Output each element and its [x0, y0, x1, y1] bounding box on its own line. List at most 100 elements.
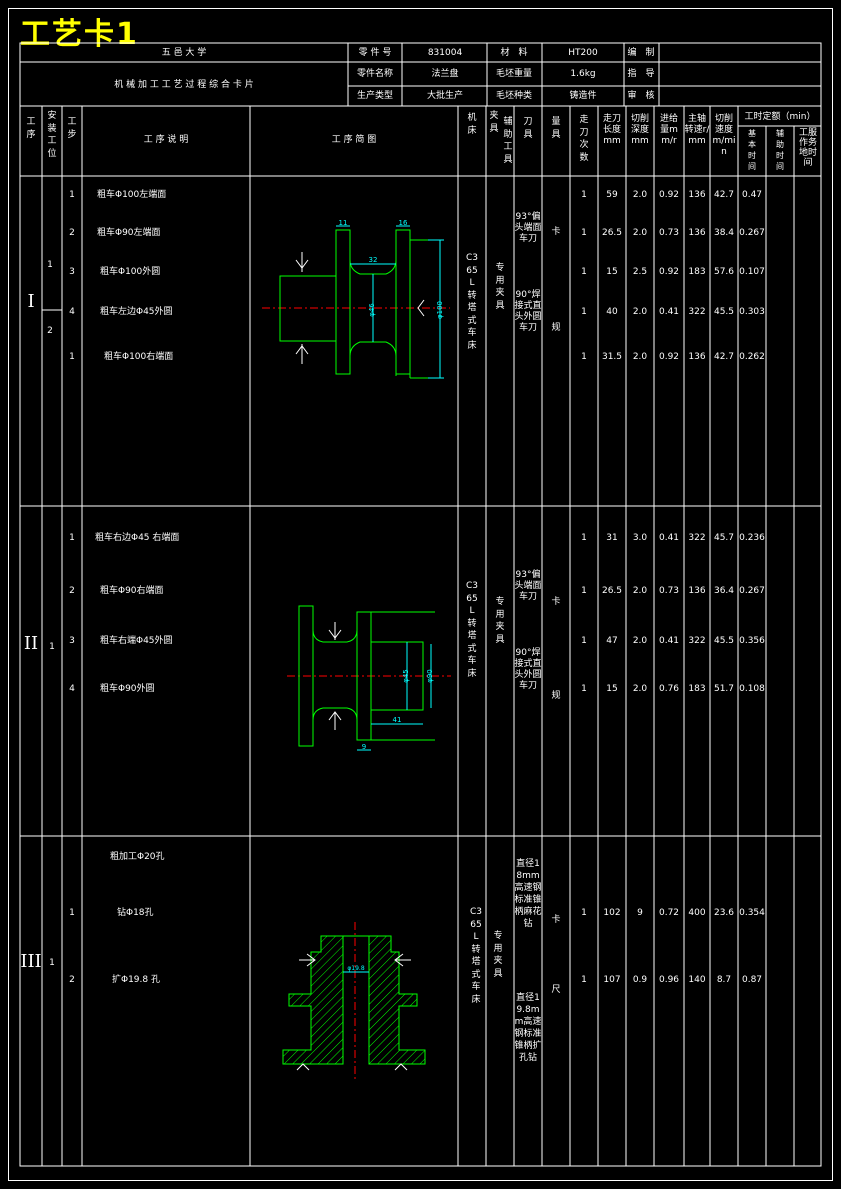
step-feed: 0.72	[658, 908, 680, 918]
col-machine: 机床	[467, 113, 477, 136]
section-3-cutter-b: 直径19.8mm高速钢标准锥柄扩孔钻	[514, 993, 542, 1063]
blank-weight: 1.6kg	[570, 69, 596, 79]
step-feed: 0.41	[658, 307, 680, 317]
prod-type: 大批生产	[426, 91, 464, 101]
section-2-cutter-a: 93°偏头端面车刀	[514, 570, 542, 602]
step-spindle: 183	[688, 684, 706, 694]
col-aux-tool: 辅助工具	[503, 117, 513, 165]
step-depth: 9	[637, 908, 643, 918]
blank-weight-label: 毛坯重量	[495, 69, 533, 79]
step-passes: 1	[581, 586, 587, 596]
col-speed: 切削速度m/min	[712, 114, 736, 157]
col-t-aux: 辅助时间	[776, 129, 784, 171]
step-description: 钻Φ18孔	[117, 908, 154, 918]
step-spindle: 400	[688, 908, 706, 918]
col-gauge: 量具	[551, 117, 561, 140]
sketch-1-dim-3: 32	[369, 256, 378, 264]
step-depth: 2.0	[632, 684, 648, 694]
section-2-cutter-b: 90°焊接式直头外圆车刀	[514, 648, 542, 691]
step-passes: 1	[581, 533, 587, 543]
step-length: 107	[603, 975, 621, 985]
section-3-roman: III	[20, 951, 42, 972]
review-label: 审 核	[627, 91, 655, 101]
step-length: 15	[606, 684, 618, 694]
step-speed: 8.7	[716, 975, 732, 985]
col-cutter: 刀具	[523, 117, 533, 140]
step-feed: 0.96	[658, 975, 680, 985]
step-spindle: 322	[688, 533, 706, 543]
step-speed: 57.6	[713, 267, 735, 277]
step-time: 0.87	[741, 975, 763, 985]
step-depth: 2.0	[632, 636, 648, 646]
step-depth: 0.9	[632, 975, 648, 985]
section-2-fixture: 专用夹具	[495, 597, 505, 645]
step-time: 0.107	[739, 267, 765, 277]
step-number: 3	[69, 267, 75, 277]
section-2-sketch: φ45 φ90 41 9	[287, 605, 451, 751]
step-depth: 2.0	[632, 190, 648, 200]
col-process: 工序	[26, 117, 36, 140]
card-title: 工艺卡1	[20, 17, 139, 52]
university-name: 五 邑 大 学	[161, 48, 207, 58]
step-spindle: 322	[688, 636, 706, 646]
step-number: 2	[69, 586, 75, 596]
step-spindle: 136	[688, 228, 706, 238]
step-time: 0.354	[739, 908, 765, 918]
col-depth: 切削深度mm	[630, 114, 649, 146]
section-1-install-1: 1	[47, 260, 53, 270]
part-no: 831004	[427, 48, 463, 58]
step-description: 粗车Φ100外圆	[100, 267, 161, 277]
sketch-3-dim-1: φ19.8	[347, 965, 365, 972]
col-feed: 进给量mm/r	[659, 114, 678, 146]
card-name: 机 械 加 工 工 艺 过 程 综 合 卡 片	[114, 80, 254, 90]
col-time-group: 工时定额（min）	[744, 112, 816, 122]
step-description: 粗加工Φ20孔	[110, 852, 165, 862]
section-1-sketch: 11 16 32 φ46 φ100	[262, 219, 450, 379]
part-no-label: 零 件 号	[358, 48, 392, 58]
step-description: 粗车左边Φ45外圆	[100, 307, 173, 317]
step-number: 1	[69, 908, 75, 918]
section-2-gauge-2: 规	[551, 691, 561, 701]
step-feed: 0.76	[658, 684, 680, 694]
step-time: 0.108	[739, 684, 765, 694]
step-spindle: 136	[688, 586, 706, 596]
step-passes: 1	[581, 908, 587, 918]
section-2-roman: II	[23, 633, 39, 654]
col-install: 安装工位	[47, 111, 57, 159]
section-3-gauge-2: 尺	[551, 985, 561, 995]
step-passes: 1	[581, 352, 587, 362]
step-passes: 1	[581, 190, 587, 200]
step-length: 15	[606, 267, 618, 277]
section-3-install-1: 1	[49, 958, 55, 968]
step-description: 粗车Φ100左端面	[97, 190, 167, 200]
step-feed: 0.73	[658, 228, 680, 238]
sketch-2-dim-1: φ45	[402, 669, 410, 683]
step-number: 1	[69, 352, 75, 362]
step-description: 粗车Φ90右端面	[100, 586, 164, 596]
col-passes: 走刀次数	[579, 115, 589, 163]
step-length: 40	[606, 307, 618, 317]
step-speed: 23.6	[713, 908, 735, 918]
step-speed: 36.4	[713, 586, 735, 596]
section-3-fixture: 专用夹具	[493, 931, 503, 979]
sketch-1-dim-4: φ46	[368, 303, 376, 317]
col-spindle: 主轴转速r/mm	[684, 114, 710, 146]
step-passes: 1	[581, 684, 587, 694]
col-desc: 工 序 说 明	[143, 135, 189, 145]
step-time: 0.356	[739, 636, 765, 646]
step-number: 2	[69, 228, 75, 238]
sketch-2-dim-2: φ90	[426, 669, 434, 683]
compile-label: 编 制	[627, 48, 655, 58]
step-length: 59	[606, 190, 618, 200]
col-length: 走刀长度mm	[602, 114, 621, 146]
step-time: 0.267	[739, 228, 765, 238]
step-depth: 2.0	[632, 307, 648, 317]
step-depth: 2.0	[632, 352, 648, 362]
step-time: 0.262	[739, 352, 765, 362]
section-1-cutter-b: 90°焊接式直头外圆车刀	[514, 290, 542, 333]
blank-type-label: 毛坯种类	[495, 91, 533, 101]
step-length: 31.5	[601, 352, 623, 362]
step-speed: 42.7	[713, 190, 735, 200]
material-label: 材 料	[500, 48, 528, 58]
